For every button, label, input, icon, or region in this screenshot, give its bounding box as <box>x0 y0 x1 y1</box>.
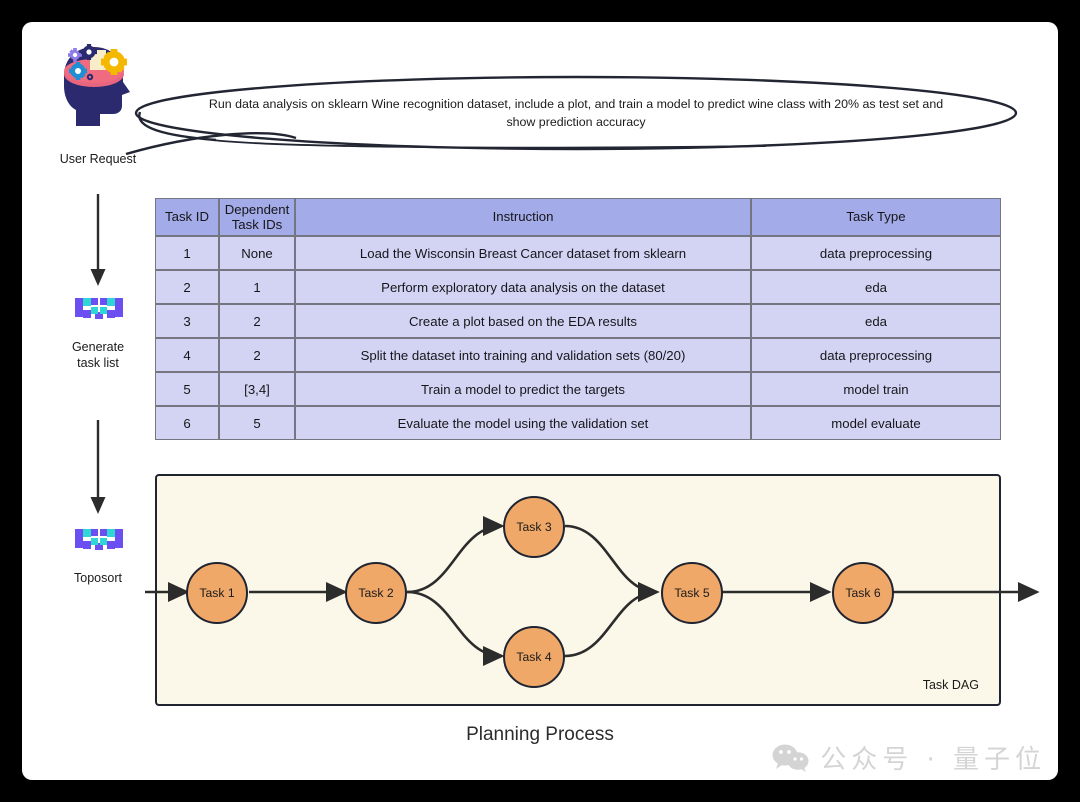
task-table: Task ID Dependent Task IDs Instruction T… <box>155 198 1001 440</box>
cell-task-type: eda <box>751 304 1001 338</box>
rail-label-user-request: User Request <box>59 152 137 166</box>
dag-node-label: Task 4 <box>516 650 552 664</box>
table-row: 5 [3,4] Train a model to predict the tar… <box>155 372 1001 406</box>
edge-task4-task5 <box>564 581 660 658</box>
cell-deps: 2 <box>219 338 295 372</box>
dag-node-label: Task 3 <box>516 520 552 534</box>
table-row: 3 2 Create a plot based on the EDA resul… <box>155 304 1001 338</box>
table-row: 2 1 Perform exploratory data analysis on… <box>155 270 1001 304</box>
wechat-icon <box>771 743 811 773</box>
brain-gears-icon <box>44 30 136 130</box>
dag-node-label: Task 6 <box>845 586 881 600</box>
column-header-dependent-task-ids: Dependent Task IDs <box>219 198 295 236</box>
cell-task-type: data preprocessing <box>751 338 1001 372</box>
dag-node-task-4[interactable]: Task 4 <box>503 626 565 688</box>
ai-face-icon <box>74 294 124 330</box>
edge-task2-task3 <box>406 515 505 594</box>
task-dag-panel: Task 1 Task 2 Task 3 Task 4 Task 5 Task … <box>145 474 1040 706</box>
table-row: 1 None Load the Wisconsin Breast Cancer … <box>155 236 1001 270</box>
dag-caption: Task DAG <box>922 678 979 692</box>
watermark-text: 公众号 · 量子位 <box>820 745 1046 775</box>
cell-instruction: Train a model to predict the targets <box>295 372 751 406</box>
column-header-instruction: Instruction <box>295 198 751 236</box>
cell-task-id: 1 <box>155 236 219 270</box>
down-arrow-icon <box>84 420 112 518</box>
table-row: 6 5 Evaluate the model using the validat… <box>155 406 1001 440</box>
cell-task-id: 3 <box>155 304 219 338</box>
user-request-text: Run data analysis on sklearn Wine recogn… <box>208 97 944 129</box>
cell-task-id: 6 <box>155 406 219 440</box>
cell-task-id: 4 <box>155 338 219 372</box>
cell-task-type: model train <box>751 372 1001 406</box>
cell-instruction: Create a plot based on the EDA results <box>295 304 751 338</box>
cell-instruction: Split the dataset into training and vali… <box>295 338 751 372</box>
column-header-task-type: Task Type <box>751 198 1001 236</box>
cell-task-type: eda <box>751 270 1001 304</box>
cell-deps: 2 <box>219 304 295 338</box>
cell-deps: None <box>219 236 295 270</box>
down-arrow-icon <box>84 194 112 290</box>
cell-deps: 5 <box>219 406 295 440</box>
dag-node-label: Task 2 <box>358 586 394 600</box>
diagram-canvas: User Request <box>22 22 1058 780</box>
rail-label-line2: task list <box>77 355 119 370</box>
ai-face-icon <box>74 525 124 561</box>
dag-node-task-1[interactable]: Task 1 <box>186 562 248 624</box>
dag-node-label: Task 5 <box>674 586 710 600</box>
cell-deps: [3,4] <box>219 372 295 406</box>
cell-task-id: 2 <box>155 270 219 304</box>
rail-label-line1: Generate <box>71 340 125 354</box>
cell-task-type: model evaluate <box>751 406 1001 440</box>
rail-label-generate-task-list: Generate task list <box>38 340 158 371</box>
column-header-task-id: Task ID <box>155 198 219 236</box>
column-header-line2: Task IDs <box>231 217 283 232</box>
edge-task2-task4 <box>406 590 505 667</box>
cell-task-type: data preprocessing <box>751 236 1001 270</box>
edge-task3-task5 <box>564 524 660 603</box>
cell-instruction: Perform exploratory data analysis on the… <box>295 270 751 304</box>
dag-node-label: Task 1 <box>199 586 235 600</box>
dag-node-task-3[interactable]: Task 3 <box>503 496 565 558</box>
page-title: Planning Process <box>466 724 614 745</box>
cell-instruction: Evaluate the model using the validation … <box>295 406 751 440</box>
column-header-line1: Dependent <box>224 201 290 217</box>
dag-edges <box>145 515 1040 667</box>
dag-node-task-6[interactable]: Task 6 <box>832 562 894 624</box>
table-row: 4 2 Split the dataset into training and … <box>155 338 1001 372</box>
user-request-bubble: Run data analysis on sklearn Wine recogn… <box>125 60 1026 170</box>
rail-label-toposort: Toposort <box>74 571 122 585</box>
table-header-row: Task ID Dependent Task IDs Instruction T… <box>155 198 1001 236</box>
dag-node-task-2[interactable]: Task 2 <box>345 562 407 624</box>
watermark: 公众号 · 量子位 <box>771 739 1046 776</box>
cell-task-id: 5 <box>155 372 219 406</box>
cell-deps: 1 <box>219 270 295 304</box>
cell-instruction: Load the Wisconsin Breast Cancer dataset… <box>295 236 751 270</box>
dag-node-task-5[interactable]: Task 5 <box>661 562 723 624</box>
